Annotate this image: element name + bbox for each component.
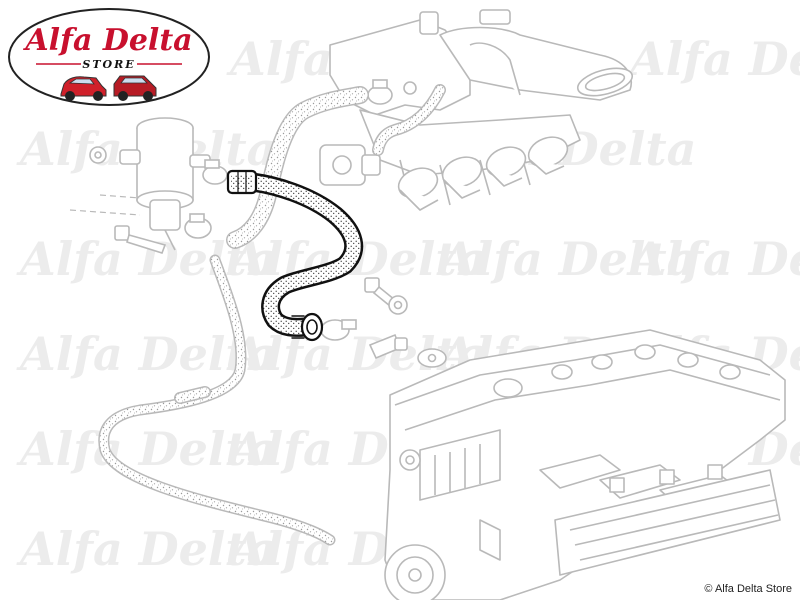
washer-icon <box>388 295 408 315</box>
hose-clamp-icon <box>184 213 212 239</box>
watermark-text: Alfa Delta <box>16 422 276 476</box>
hose-icon <box>372 84 446 156</box>
bolt-icon <box>114 225 167 254</box>
hose-icon <box>226 86 369 249</box>
logo-subtext: STORE <box>82 58 135 71</box>
watermark-text: Alfa Delta <box>626 32 800 86</box>
watermark-text: Alfa Delta <box>16 522 276 576</box>
car-icon <box>113 75 157 101</box>
watermark-text: Alfa Delta <box>16 327 276 381</box>
hose-icon <box>174 386 211 404</box>
oil-separator-icon <box>119 117 211 251</box>
highlighted-hose <box>226 169 364 342</box>
washer-icon <box>417 348 447 368</box>
washer-icon <box>89 146 107 164</box>
intake-manifold-icon <box>319 9 634 211</box>
hose-icon <box>98 254 336 546</box>
copyright-text: © Alfa Delta Store <box>704 583 792 595</box>
logo-text: Alfa Delta <box>22 23 192 58</box>
hose-clamp-icon <box>367 79 393 105</box>
hose-end-icon <box>291 312 324 342</box>
leader-line <box>99 194 141 199</box>
store-logo: Alfa Delta STORE <box>8 8 210 106</box>
bolt-icon <box>368 333 408 360</box>
hose-end-icon <box>226 169 258 195</box>
car-icon <box>60 76 107 101</box>
watermark-text: Alfa Delta <box>626 232 800 286</box>
washer-icon <box>403 81 417 95</box>
engine-block-icon <box>384 329 786 600</box>
watermark-text: Alfa Delta <box>436 232 696 286</box>
hose-clamp-icon <box>320 319 357 341</box>
leader-line <box>69 209 141 216</box>
